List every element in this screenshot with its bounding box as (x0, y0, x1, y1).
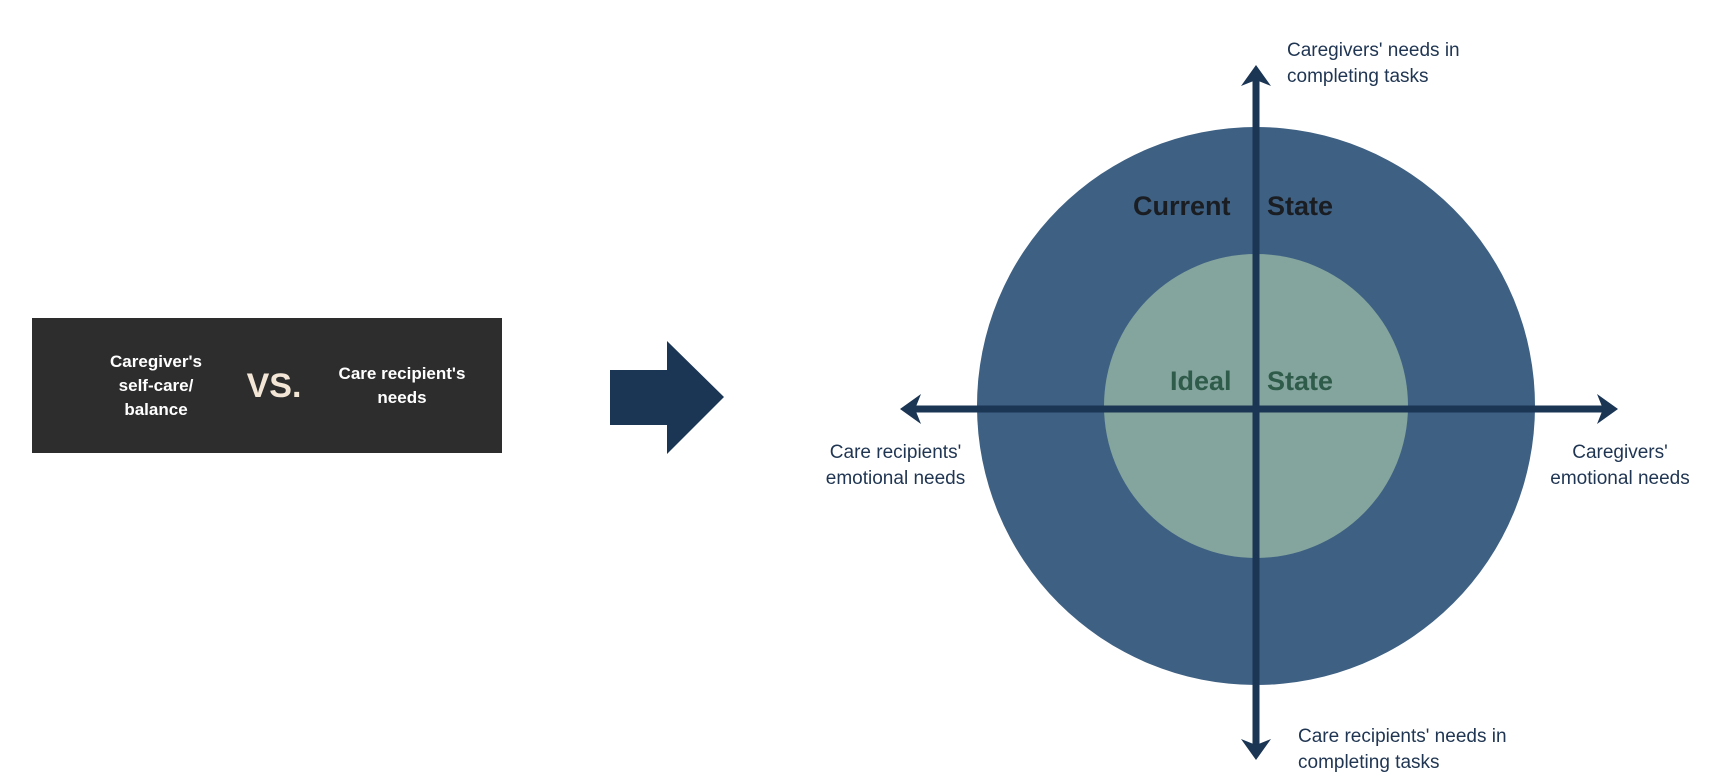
axis-arrowhead-left-icon (900, 394, 921, 424)
axis-label-bottom: Care recipients' needs in completing tas… (1298, 726, 1507, 773)
ideal-state-left-word: Ideal (1170, 366, 1232, 396)
right-arrow-icon (610, 341, 724, 454)
current-state-left-word: Current (1133, 191, 1231, 221)
vs-label: VS. (246, 366, 302, 405)
comparison-box: Caregiver's self-care/ balance VS. Care … (32, 318, 502, 453)
care-recipient-needs-label: Care recipient's needs (338, 363, 466, 407)
axis-label-right: Caregivers' emotional needs (1550, 442, 1690, 489)
current-state-right-word: State (1267, 191, 1334, 221)
axis-arrowhead-up-icon (1241, 65, 1271, 86)
ideal-state-right-word: State (1267, 366, 1334, 396)
axis-arrowhead-down-icon (1241, 739, 1271, 760)
caregiver-selfcare-label: Caregiver's self-care/ balance (110, 351, 202, 419)
axis-label-top: Caregivers' needs in completing tasks (1287, 40, 1460, 87)
axis-arrowhead-right-icon (1597, 394, 1618, 424)
axis-label-left: Care recipients' emotional needs (825, 442, 966, 489)
